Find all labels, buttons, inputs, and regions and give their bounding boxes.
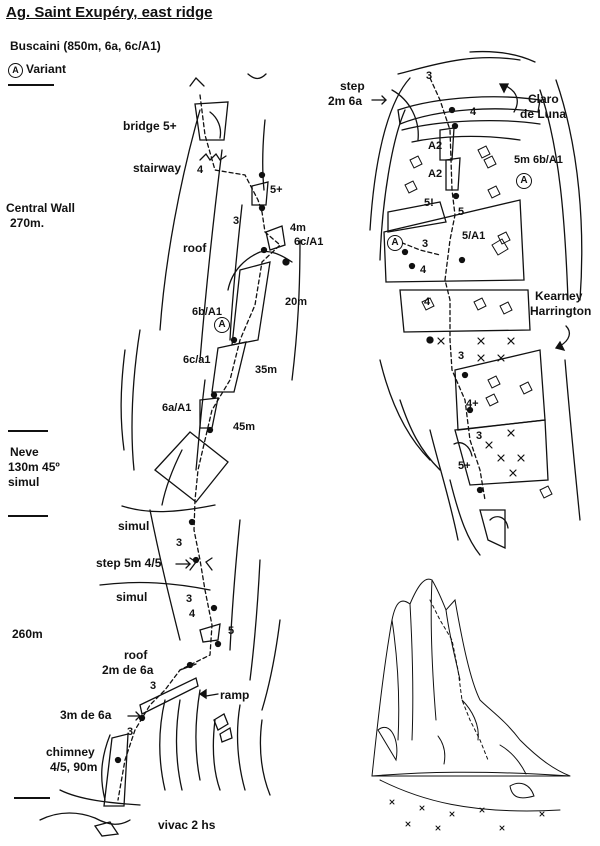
grade-3c-right: 3 bbox=[458, 350, 465, 362]
grade-6c-a1: 6c/a1 bbox=[183, 354, 211, 366]
grade-3b-right: 3 bbox=[422, 238, 429, 250]
claro-arrow bbox=[505, 85, 518, 113]
label-roof-2: roof bbox=[124, 648, 148, 662]
label-chimney: chimney bbox=[46, 745, 95, 759]
label-roof-2-detail: 2m de 6a bbox=[102, 663, 154, 677]
label-20m: 20m bbox=[285, 296, 308, 308]
neve-rule-top bbox=[8, 430, 48, 432]
label-harrington: Harrington bbox=[530, 304, 592, 318]
grade-3e: 3 bbox=[127, 726, 134, 738]
label-neve-detail: 130m 45º bbox=[8, 460, 60, 474]
grade-4c-right: 4 bbox=[424, 296, 431, 308]
variant-marker-icon: A bbox=[387, 235, 403, 251]
grade-3: 3 bbox=[233, 215, 240, 227]
label-simul-1: simul bbox=[118, 519, 150, 533]
main-route-line bbox=[117, 94, 281, 801]
variant-marker-icon: A bbox=[8, 63, 23, 78]
right-slab bbox=[397, 96, 541, 125]
pitch-block bbox=[251, 181, 269, 206]
bridge-block bbox=[194, 101, 229, 141]
chimney-block bbox=[103, 733, 129, 807]
grade-3-right: 3 bbox=[426, 70, 433, 82]
label-45m: 45m bbox=[233, 421, 256, 433]
label-claro: Claro bbox=[528, 92, 559, 106]
label-step-right-detail: 2m 6a bbox=[328, 94, 363, 108]
label-neve-simul: simul bbox=[8, 475, 40, 489]
grade-stairway: 4 bbox=[197, 164, 204, 176]
right-block-upper bbox=[383, 199, 525, 283]
snowfield-block bbox=[154, 431, 229, 503]
route-subtitle: Buscaini (850m, 6a, 6c/A1) bbox=[10, 39, 161, 53]
base-rule bbox=[14, 797, 50, 799]
legend-rule bbox=[8, 84, 54, 86]
mountain-sketch bbox=[371, 578, 571, 812]
bivouac-rock bbox=[93, 821, 120, 837]
label-chimney-detail: 4/5, 90m bbox=[50, 760, 98, 774]
label-de-luna: de Luna bbox=[520, 107, 567, 121]
grade-5: 5 bbox=[228, 625, 235, 637]
label-pitch-5m: 5m 6b/A1 bbox=[514, 154, 563, 166]
pitch-block bbox=[211, 341, 247, 393]
label-pitch-4m: 4m bbox=[290, 222, 306, 234]
grade-a2-1: A2 bbox=[428, 140, 443, 152]
stairway-line bbox=[199, 152, 227, 162]
base-rock bbox=[39, 812, 131, 825]
pitch-block bbox=[199, 623, 221, 643]
label-pitch-4m-grade: 6c/A1 bbox=[294, 236, 324, 248]
neve-rule-bottom bbox=[8, 515, 48, 517]
label-step: step 5m 4/5 bbox=[96, 556, 162, 570]
variant-marker-icon: A bbox=[516, 173, 532, 189]
grade-5plus: 5+ bbox=[270, 184, 283, 196]
label-step-right: step bbox=[340, 79, 365, 93]
sketch-scree-marks bbox=[389, 799, 545, 831]
terrain-marks bbox=[437, 337, 525, 477]
label-central-wall: Central Wall bbox=[6, 201, 75, 215]
right-block-kearney bbox=[399, 289, 531, 333]
kearney-arrow bbox=[559, 325, 571, 347]
grade-5excl: 5! bbox=[424, 197, 434, 209]
pitch-block bbox=[231, 261, 271, 346]
label-kearney: Kearney bbox=[535, 289, 583, 303]
grade-3c: 3 bbox=[186, 593, 193, 605]
label-neve: Neve bbox=[10, 445, 39, 459]
label-central-wall-length: 270m. bbox=[10, 216, 45, 230]
grade-4plus-right: 4+ bbox=[466, 398, 479, 410]
grade-5-right: 5 bbox=[458, 206, 465, 218]
label-stairway: stairway bbox=[133, 161, 182, 175]
label-260m: 260m bbox=[12, 627, 43, 641]
grade-4b-right: 4 bbox=[420, 264, 427, 276]
label-simul-2: simul bbox=[116, 590, 148, 604]
label-vivac: vivac 2 hs bbox=[158, 818, 216, 832]
grade-4-right: 4 bbox=[470, 106, 477, 118]
grade-4: 4 bbox=[189, 608, 196, 620]
grade-3d-right: 3 bbox=[476, 430, 483, 442]
right-base-block bbox=[479, 509, 506, 550]
pitch-block bbox=[265, 225, 286, 251]
left-face-contours bbox=[59, 109, 301, 806]
label-35m: 35m bbox=[255, 364, 278, 376]
legend-variant-label: Variant bbox=[26, 62, 67, 76]
topo-title: Ag. Saint Exupéry, east ridge bbox=[6, 4, 213, 21]
variant-marker-icon: A bbox=[214, 317, 230, 333]
grade-a2-2: A2 bbox=[428, 168, 443, 180]
right-route-line bbox=[429, 77, 486, 501]
grade-3b: 3 bbox=[176, 537, 183, 549]
right-face-contours bbox=[369, 50, 583, 556]
ramp-block bbox=[139, 677, 199, 715]
label-pitch-3m: 3m de 6a bbox=[60, 708, 112, 722]
label-bridge: bridge 5+ bbox=[123, 119, 177, 133]
grade-3d: 3 bbox=[150, 680, 157, 692]
grade-5plus-right: 5+ bbox=[458, 460, 471, 472]
roof-line bbox=[227, 250, 293, 291]
label-roof: roof bbox=[183, 241, 207, 255]
grade-5-a1: 5/A1 bbox=[462, 230, 486, 242]
grade-6a-a1: 6a/A1 bbox=[162, 402, 192, 414]
grade-6b-a1: 6b/A1 bbox=[192, 306, 222, 318]
summit-mark bbox=[189, 77, 205, 87]
label-ramp: ramp bbox=[220, 688, 250, 702]
